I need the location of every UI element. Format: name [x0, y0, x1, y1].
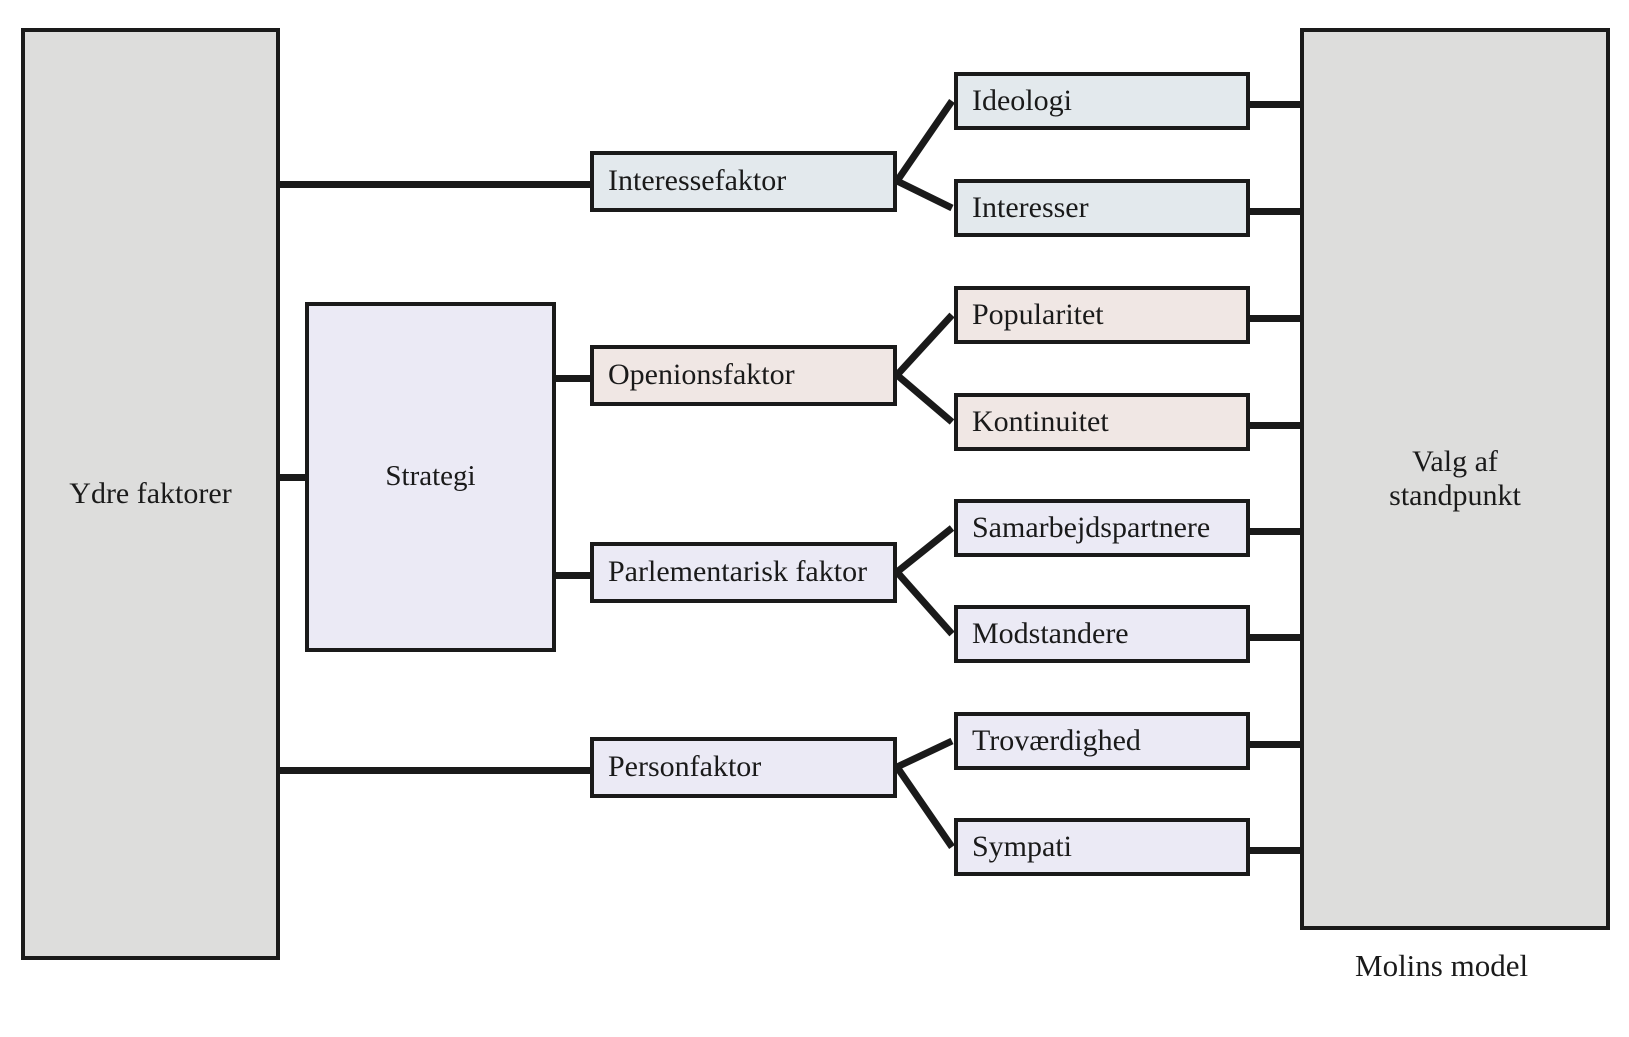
fork-personfaktor-upper	[895, 737, 954, 771]
connector-trovaerdighed-to-outcome	[1249, 741, 1304, 748]
node-modstandere-label: Modstandere	[972, 616, 1129, 650]
connector-ideologi-to-outcome	[1249, 101, 1304, 108]
node-strategi[interactable]: Strategi	[305, 302, 556, 652]
node-valg-af-standpunkt-line2: standpunkt	[1389, 479, 1521, 512]
node-modstandere[interactable]: Modstandere	[954, 605, 1250, 663]
node-interessefaktor[interactable]: Interessefaktor	[590, 151, 897, 212]
node-kontinuitet[interactable]: Kontinuitet	[954, 393, 1250, 451]
fork-parlementarisk-lower	[894, 569, 955, 637]
node-trovaerdighed-label: Troværdighed	[972, 723, 1141, 757]
fork-openionsfaktor-upper	[894, 312, 955, 378]
node-personfaktor[interactable]: Personfaktor	[590, 737, 897, 798]
node-samarbejdspartnere-label: Samarbejdspartnere	[972, 510, 1211, 544]
node-parlementarisk-faktor-label: Parlementarisk faktor	[608, 555, 868, 589]
node-openionsfaktor[interactable]: Openionsfaktor	[590, 345, 897, 406]
node-personfaktor-label: Personfaktor	[608, 750, 762, 784]
connector-outer-to-personfaktor	[277, 767, 593, 774]
connector-samarbejdspartnere-to-outcome	[1249, 528, 1304, 535]
node-popularitet[interactable]: Popularitet	[954, 286, 1250, 344]
connector-strategi-to-openionsfaktor	[553, 375, 593, 382]
node-ydre-faktorer[interactable]: Ydre faktorer	[21, 28, 280, 960]
node-interesser-label: Interesser	[972, 190, 1089, 224]
fork-parlementarisk-upper	[894, 525, 955, 575]
fork-personfaktor-lower	[894, 765, 955, 849]
connector-strategi-to-parlementarisk	[553, 572, 593, 579]
connector-interesser-to-outcome	[1249, 208, 1304, 215]
connector-kontinuitet-to-outcome	[1249, 422, 1304, 429]
connector-popularitet-to-outcome	[1249, 315, 1304, 322]
fork-interessefaktor-lower	[895, 177, 954, 212]
diagram-caption: Molins model	[1355, 948, 1529, 983]
node-valg-af-standpunkt[interactable]: Valg af standpunkt	[1300, 28, 1610, 930]
node-sympati[interactable]: Sympati	[954, 818, 1250, 876]
node-valg-af-standpunkt-line1: Valg af	[1412, 444, 1498, 478]
node-sympati-label: Sympati	[972, 829, 1073, 863]
node-ideologi-label: Ideologi	[972, 83, 1072, 117]
node-trovaerdighed[interactable]: Troværdighed	[954, 712, 1250, 770]
node-interesser[interactable]: Interesser	[954, 179, 1250, 237]
connector-outer-to-strategi	[277, 474, 309, 481]
node-kontinuitet-label: Kontinuitet	[972, 404, 1109, 438]
node-interessefaktor-label: Interessefaktor	[608, 164, 787, 198]
node-openionsfaktor-label: Openionsfaktor	[608, 358, 795, 392]
connector-outer-to-interessefaktor	[277, 181, 593, 188]
fork-openionsfaktor-lower	[894, 372, 955, 425]
node-popularitet-label: Popularitet	[972, 297, 1104, 331]
fork-interessefaktor-upper	[894, 99, 955, 183]
connector-modstandere-to-outcome	[1249, 634, 1304, 641]
node-ydre-faktorer-label: Ydre faktorer	[69, 476, 232, 510]
node-valg-af-standpunkt-label: Valg af standpunkt	[1304, 445, 1606, 514]
node-samarbejdspartnere[interactable]: Samarbejdspartnere	[954, 499, 1250, 557]
node-strategi-label: Strategi	[385, 460, 476, 493]
node-ideologi[interactable]: Ideologi	[954, 72, 1250, 130]
connector-sympati-to-outcome	[1249, 847, 1304, 854]
node-parlementarisk-faktor[interactable]: Parlementarisk faktor	[590, 542, 897, 603]
